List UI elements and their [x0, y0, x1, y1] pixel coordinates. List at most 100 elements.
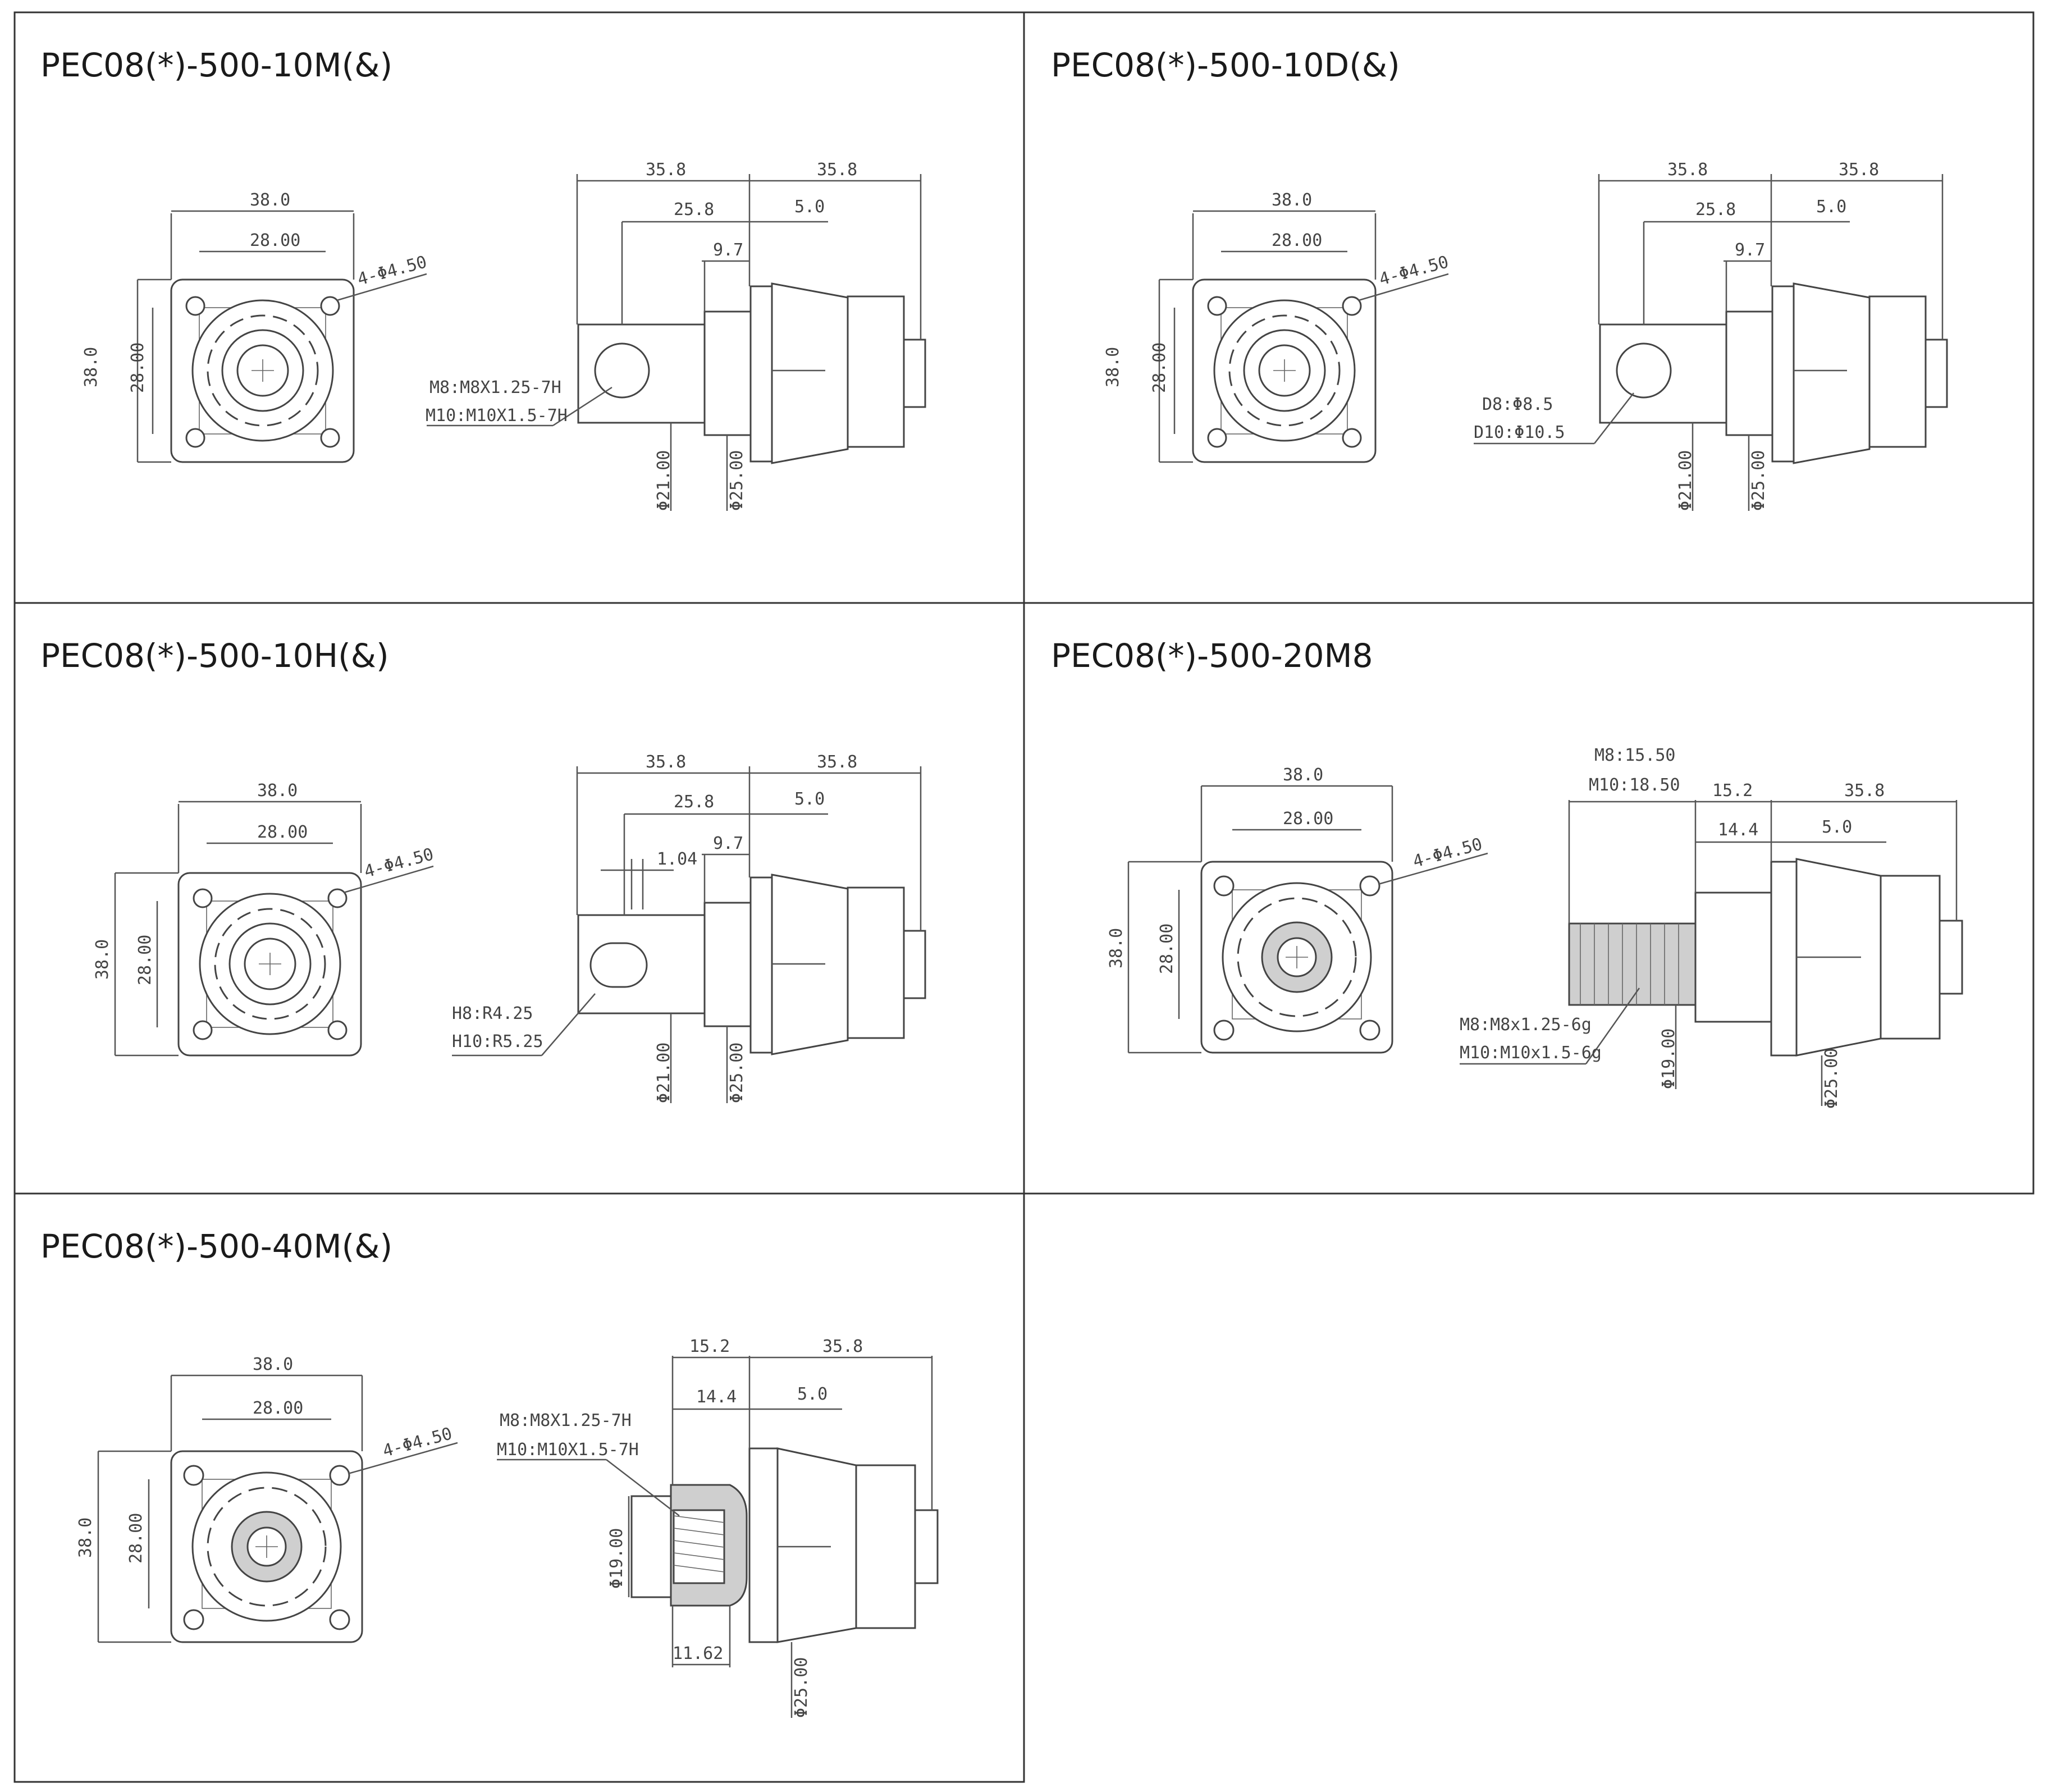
- cap-end: [903, 930, 926, 999]
- mount-hole: [1213, 875, 1235, 897]
- dim-top-right: 35.8: [817, 160, 857, 180]
- dim-inner: 28.00: [257, 822, 308, 842]
- threaded-stud: [1568, 922, 1699, 1006]
- mount-hole: [1359, 1020, 1380, 1041]
- mount-hole: [320, 428, 340, 448]
- dim-height: 38.0: [1103, 347, 1123, 387]
- dim-right-mid: 5.0: [794, 197, 825, 217]
- dim-width: 38.0: [1272, 190, 1312, 210]
- mount-hole: [1213, 1020, 1235, 1041]
- panel-title: PEC08(*)-500-10H(&): [40, 637, 389, 675]
- dim-small2: 1.04: [657, 849, 697, 869]
- terminal-hole: [594, 342, 650, 399]
- cap: [1868, 295, 1927, 448]
- note-slot-h8: H8:R4.25: [452, 1004, 533, 1023]
- dim-top-left: 35.8: [646, 160, 686, 180]
- cap-end: [914, 1509, 939, 1584]
- dim-height: 38.0: [76, 1517, 95, 1558]
- dim-top-left: 35.8: [646, 752, 686, 772]
- side-view: 15.2 35.8 14.4 5.0 M8:M8X1.25-7H M10:M10…: [497, 1337, 939, 1718]
- panel-4: PEC08(*)-500-20M8 38.0 28.00 38.0 28.00 …: [1051, 637, 1963, 1109]
- note-thread-m8: M8:M8X1.25-7H: [500, 1411, 632, 1430]
- front-view: 38.0 28.00 38.0 28.00 4-Φ4.50: [1107, 765, 1488, 1054]
- dim-inner: 28.00: [1283, 809, 1333, 829]
- panel-title: PEC08(*)-500-10D(&): [1051, 46, 1400, 84]
- dim-bottom: 11.62: [673, 1644, 723, 1663]
- note-slot-h10: H10:R5.25: [452, 1032, 543, 1052]
- dim-right-mid: 5.0: [1816, 197, 1846, 217]
- mount-hole: [183, 1609, 204, 1630]
- nut-block: [703, 310, 752, 436]
- dim-dia1: Φ21.00: [1676, 450, 1695, 511]
- dim-right-mid: 5.0: [1822, 817, 1852, 837]
- front-view: 38.0 28.00 38.0 28.00 4-Φ4.50: [93, 781, 436, 1057]
- mount-hole: [320, 296, 340, 316]
- front-view: 38.0 28.00 38.0 28.00 4-Φ4.50: [1103, 190, 1451, 463]
- dim-mid: 25.8: [674, 792, 714, 812]
- dim-right-mid: 5.0: [794, 789, 825, 809]
- housing: [771, 282, 849, 464]
- cap-end: [903, 339, 926, 408]
- dim-dia1: Φ21.00: [654, 1043, 674, 1103]
- panel-frame-4: [1023, 602, 2035, 1195]
- nut-block: [703, 902, 752, 1027]
- dim-inner: 28.00: [1272, 231, 1322, 250]
- dim-top-right: 35.8: [822, 1337, 863, 1356]
- dim-dia2: Φ25.00: [727, 450, 747, 511]
- dim-top-left: 35.8: [1667, 160, 1708, 180]
- dim-inner-h: 28.00: [135, 935, 155, 985]
- dim-width: 38.0: [253, 1355, 293, 1374]
- note-thread-m10: M10:M10X1.5-7H: [497, 1440, 639, 1460]
- terminal-hole: [1616, 342, 1672, 399]
- dim-inner: 28.00: [250, 231, 300, 250]
- panel-frame-5: [13, 1192, 1025, 1783]
- note-thread-m8: M8:M8x1.25-6g: [1460, 1015, 1592, 1035]
- dim-height: 38.0: [81, 347, 101, 387]
- dim-inner-h: 28.00: [1150, 342, 1169, 393]
- dim-small: 9.7: [1735, 240, 1765, 260]
- mount-hole: [329, 1465, 350, 1486]
- flange-plate: [1771, 285, 1795, 463]
- nut-block: [1725, 310, 1773, 436]
- dim-height: 38.0: [93, 939, 112, 980]
- dim-top-mid: 15.2: [1712, 781, 1753, 801]
- mount-hole: [329, 1609, 350, 1630]
- mount-hole: [1207, 296, 1227, 316]
- dim-dia1: Φ19.00: [1659, 1028, 1679, 1089]
- side-view: M8:15.50 M10:18.50 15.2 35.8 14.4 5.0 M8…: [1460, 746, 1963, 1109]
- panel-3: PEC08(*)-500-10H(&) 38.0 28.00 38.0 28.0…: [40, 637, 926, 1103]
- dim-mid: 25.8: [1695, 200, 1736, 220]
- mount-hole: [1342, 296, 1362, 316]
- dim-inner-h: 28.00: [1157, 924, 1177, 974]
- dim-inner-h: 28.00: [128, 342, 148, 393]
- dim-width: 38.0: [1283, 765, 1323, 785]
- mount-hole: [183, 1465, 204, 1486]
- panel-title: PEC08(*)-500-10M(&): [40, 46, 392, 84]
- mount-hole: [327, 888, 348, 908]
- note-hole-d8: D8:Φ8.5: [1482, 395, 1553, 414]
- dim-height: 38.0: [1107, 928, 1126, 968]
- flange-plate: [749, 285, 773, 463]
- note-thread-m10: M10:M10x1.5-6g: [1460, 1043, 1602, 1063]
- dim-hole: 4-Φ4.50: [381, 1424, 454, 1461]
- panel-1: PEC08(*)-500-10M(&) 38.0 28.00 38.0 28.0…: [40, 46, 926, 511]
- dim-top-right: 35.8: [1839, 160, 1879, 180]
- cap: [855, 1464, 916, 1629]
- cap: [847, 886, 905, 1039]
- dim-inner-h: 28.00: [126, 1513, 146, 1564]
- cap-end: [1939, 920, 1963, 995]
- housing: [1793, 282, 1871, 464]
- dim-dia2: Φ25.00: [1749, 450, 1768, 511]
- dim-hole: 4-Φ4.50: [1411, 834, 1484, 872]
- dim-small: 9.7: [713, 834, 743, 853]
- nut-front: [630, 1495, 672, 1598]
- dim-inner: 28.00: [253, 1398, 303, 1418]
- mount-hole: [1207, 428, 1227, 448]
- dim-width: 38.0: [257, 781, 298, 801]
- flange-plate: [1770, 861, 1798, 1057]
- housing: [776, 1447, 857, 1643]
- dim-mid: 14.4: [1718, 820, 1758, 840]
- nut-block: [1694, 892, 1772, 1023]
- mount-hole: [1359, 875, 1380, 897]
- dim-dia1: Φ19.00: [607, 1528, 627, 1589]
